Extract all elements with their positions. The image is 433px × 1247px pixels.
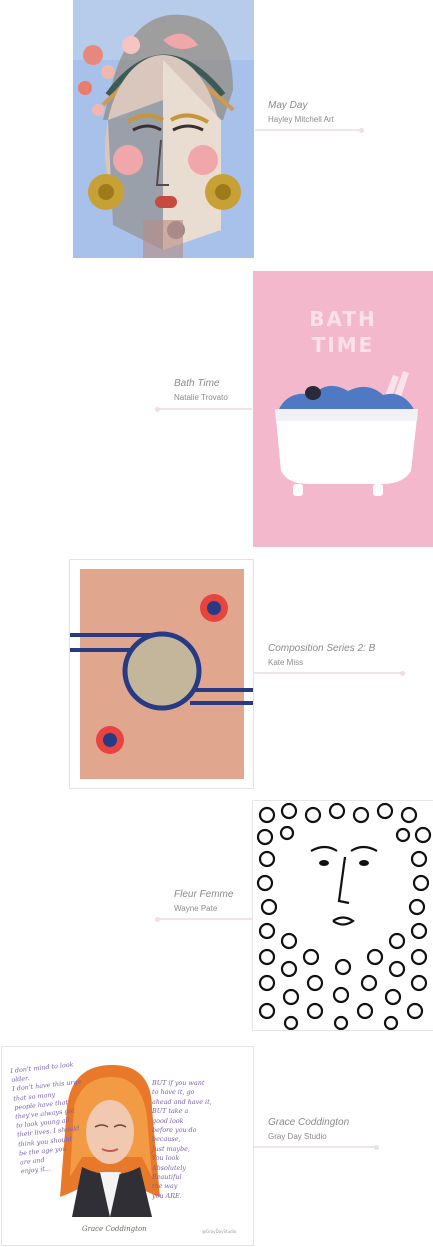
artist-name: Natalie Trovato: [174, 393, 228, 402]
connector-line: [158, 408, 252, 410]
art-text-time: TIME: [311, 333, 375, 357]
flower-face-artwork[interactable]: [253, 801, 433, 1030]
connector-dot: [374, 1145, 379, 1150]
artwork-signature: Grace Coddington: [82, 1225, 147, 1233]
artwork-title: May Day: [268, 100, 308, 111]
bathtub-artwork[interactable]: BATH TIME: [253, 271, 433, 547]
quote-left: I don't mind to look older. I don't have…: [10, 1060, 82, 1176]
quote-right: BUT if you want to have it, go ahead and…: [152, 1079, 212, 1200]
portrait-quote-artwork[interactable]: I don't mind to look older. I don't have…: [2, 1047, 253, 1245]
artwork-watermark: @GrayDayStudio: [202, 1229, 237, 1234]
artwork-title: Grace Coddington: [268, 1117, 350, 1128]
artwork-title: Composition Series 2: B: [268, 643, 376, 654]
connector-dot: [400, 671, 405, 676]
artist-name: Kate Miss: [268, 658, 304, 667]
art-text-bath: BATH: [309, 307, 377, 331]
geometric-circles-artwork[interactable]: [70, 560, 253, 788]
connector-line: [255, 129, 362, 131]
artist-name: Gray Day Studio: [268, 1132, 327, 1141]
connector-dot: [155, 917, 160, 922]
connector-dot: [155, 407, 160, 412]
connector-line: [158, 918, 252, 920]
artist-name: Wayne Pate: [174, 904, 218, 913]
artist-name: Hayley Mitchell Art: [268, 115, 334, 124]
connector-line: [254, 1146, 376, 1148]
connector-line: [254, 672, 402, 674]
artwork-title: Bath Time: [174, 378, 220, 389]
artwork-title: Fleur Femme: [174, 889, 234, 900]
painted-face-artwork[interactable]: [73, 0, 254, 258]
connector-dot: [359, 128, 364, 133]
